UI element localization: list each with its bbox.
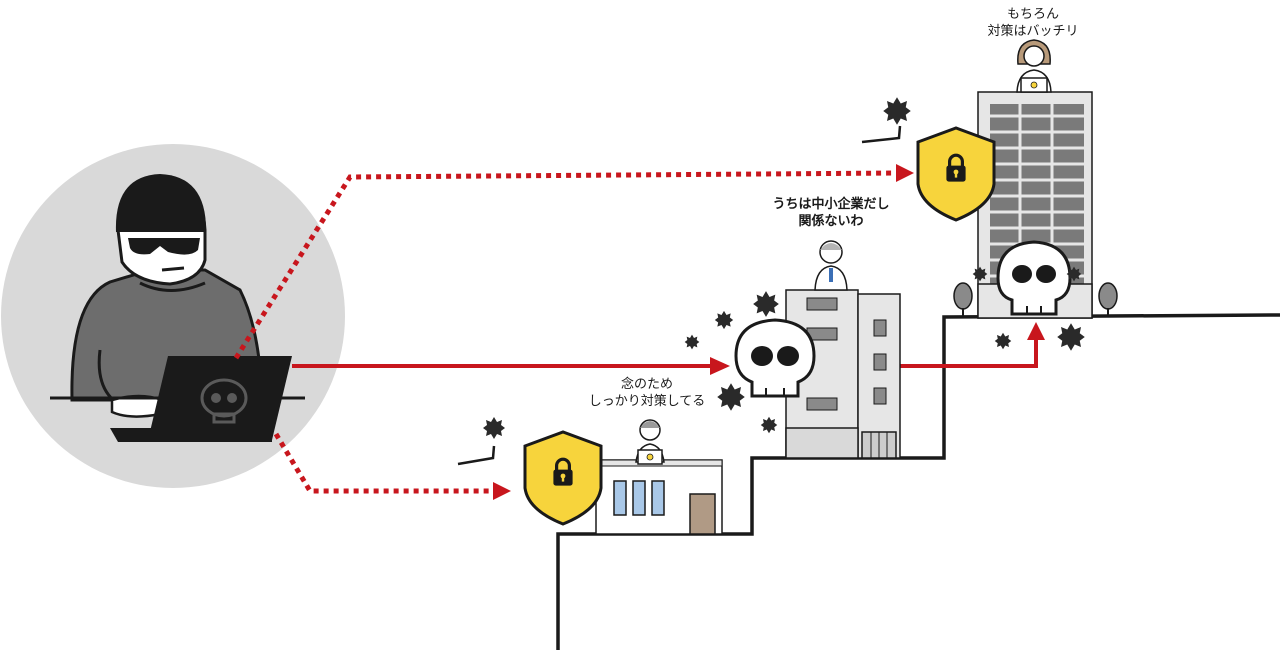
virus-icon <box>760 416 778 434</box>
large-company <box>861 39 1118 351</box>
virus-icon <box>1057 323 1085 351</box>
shield-lock-icon <box>916 126 996 222</box>
caption-line: しっかり対策してる <box>588 394 706 409</box>
caption-line: うちは中小企業だし <box>772 197 890 212</box>
virus-icon <box>994 332 1012 350</box>
virus-icon <box>684 334 700 350</box>
shield-lock-icon <box>523 430 603 526</box>
laptop-skull-icon <box>200 378 248 424</box>
virus-icon <box>972 266 988 282</box>
skull-icon <box>734 318 816 398</box>
large-company-caption: もちろん 対策はバッチリ <box>968 6 1098 40</box>
caption-line: 念のため <box>620 377 673 392</box>
small-company <box>457 417 723 535</box>
virus-icon <box>714 310 734 330</box>
caption-line: 対策はバッチリ <box>987 24 1079 39</box>
hacker-figure <box>1 144 345 488</box>
caption-line: 関係ないわ <box>798 214 864 229</box>
small-company-caption: 念のため しっかり対策してる <box>572 376 722 410</box>
medium-company <box>684 240 901 459</box>
virus-icon <box>753 291 779 317</box>
skull-icon <box>996 240 1072 316</box>
virus-icon <box>1066 266 1082 282</box>
medium-company-caption: うちは中小企業だし 関係ないわ <box>748 196 914 230</box>
virus-icon <box>483 417 505 439</box>
staircase-ground <box>556 313 1280 650</box>
caption-line: もちろん <box>1006 7 1059 22</box>
virus-icon <box>883 97 911 125</box>
